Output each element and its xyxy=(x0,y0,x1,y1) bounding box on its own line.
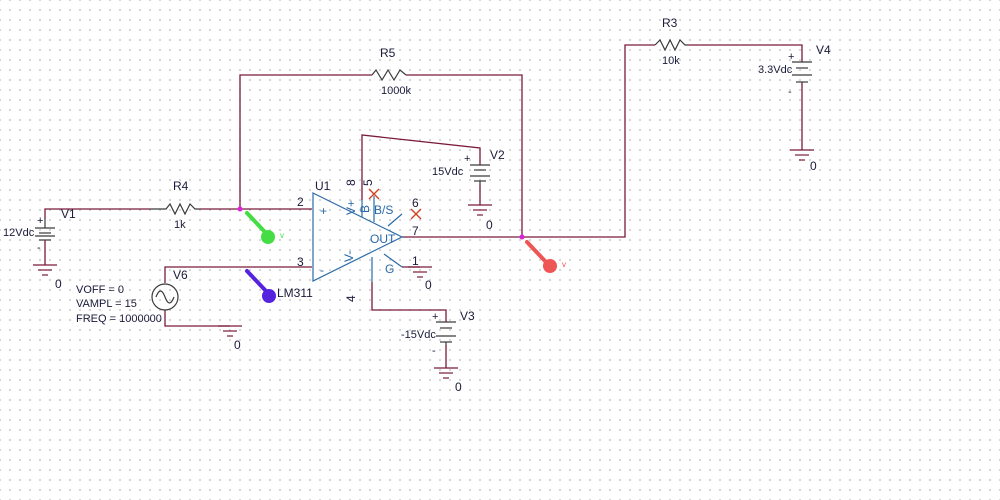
pin-8-label: 8 xyxy=(344,179,358,186)
source-v2[interactable]: + V2 15Vdc xyxy=(432,148,505,183)
voltage-probe-green[interactable]: v xyxy=(245,211,284,244)
source-v6[interactable]: V6 VOFF = 0 VAMPL = 15 FREQ = 1000000 xyxy=(76,268,188,325)
svg-text:-: - xyxy=(37,242,41,254)
ground-v4-label: 0 xyxy=(810,159,817,173)
opamp-u1[interactable]: U1 + - V+ B B/S OUT G V- LM311 xyxy=(277,179,404,300)
pin-5-label: 5 xyxy=(361,179,375,186)
pin-1-label: 1 xyxy=(412,254,419,268)
junction-node-output xyxy=(519,234,525,240)
ground-v6: 0 xyxy=(218,325,242,352)
ground-v2-label: 0 xyxy=(486,218,493,232)
r5-value: 1000k xyxy=(381,85,411,97)
v3-ref: V3 xyxy=(460,309,475,323)
no-connect-marks xyxy=(368,188,422,220)
voltage-probe-blue[interactable] xyxy=(245,269,276,303)
u1-b: B xyxy=(358,205,372,213)
u1-minus: - xyxy=(320,263,324,277)
ground-v4: 0 xyxy=(790,149,817,173)
u1-plus: + xyxy=(320,204,327,218)
junction-node-input xyxy=(237,206,243,212)
u1-g: G xyxy=(385,262,394,276)
pin-7-label: 7 xyxy=(412,224,419,238)
wire-v6-gnd xyxy=(164,310,230,327)
u1-vminus: V- xyxy=(342,251,356,262)
ground-v3: 0 xyxy=(434,367,462,394)
v1-value: 12Vdc xyxy=(3,227,35,239)
pin-3-label: 3 xyxy=(297,255,304,269)
ground-pin1-label: 0 xyxy=(425,278,432,292)
svg-text:-: - xyxy=(788,86,792,98)
u1-out: OUT xyxy=(370,232,396,246)
source-v1[interactable]: + - V1 12Vdc xyxy=(3,207,76,254)
svg-text:+: + xyxy=(788,51,794,63)
ground-pin1: 0 xyxy=(408,266,432,292)
v2-value: 15Vdc xyxy=(432,166,464,178)
ground-v1: 0 xyxy=(33,264,62,291)
wires xyxy=(44,44,803,368)
r3-value: 10k xyxy=(662,55,680,67)
svg-text:+: + xyxy=(464,153,470,165)
source-v4[interactable]: + - V4 3.3Vdc xyxy=(758,43,831,98)
r4-ref: R4 xyxy=(173,179,189,193)
svg-text:+: + xyxy=(37,215,43,227)
source-v3[interactable]: + - V3 -15Vdc xyxy=(401,309,475,357)
u1-part: LM311 xyxy=(277,286,313,300)
ground-v3-label: 0 xyxy=(455,380,462,394)
pin-6-label: 6 xyxy=(412,196,419,210)
u1-vplus: V+ xyxy=(344,200,358,215)
probe-red-label: v xyxy=(562,260,566,269)
wire-pin4-v3 xyxy=(371,282,447,322)
wire-node-r3 xyxy=(522,44,655,238)
v6-freq: FREQ = 1000000 xyxy=(76,313,162,325)
r4-value: 1k xyxy=(174,219,186,231)
ground-v2: 0 xyxy=(468,204,493,232)
svg-text:+: + xyxy=(432,311,438,323)
v2-ref: V2 xyxy=(490,148,505,162)
r5-ref: R5 xyxy=(380,46,396,60)
ground-v1-label: 0 xyxy=(55,277,62,291)
voltage-probe-red[interactable]: v xyxy=(525,240,566,273)
wire-feedback-right xyxy=(406,74,523,237)
u1-ref: U1 xyxy=(315,179,331,193)
v6-ref: V6 xyxy=(173,268,188,282)
v6-voff: VOFF = 0 xyxy=(76,284,124,296)
wire-pin8-v2 xyxy=(361,134,481,200)
svg-text:-: - xyxy=(432,345,436,357)
v4-ref: V4 xyxy=(816,43,831,57)
resistor-r5[interactable]: R5 1000k xyxy=(371,46,411,97)
ground-v6-label: 0 xyxy=(234,338,241,352)
pin-numbers: 2 3 8 5 6 7 1 4 xyxy=(297,179,419,302)
wire-v6-pin3 xyxy=(164,266,312,283)
wire-feedback-left xyxy=(239,74,372,209)
v4-value: 3.3Vdc xyxy=(758,64,793,76)
pin-2-label: 2 xyxy=(297,195,304,209)
resistor-r4[interactable]: R4 1k xyxy=(150,179,200,231)
v1-ref: V1 xyxy=(61,207,76,221)
v6-vampl: VAMPL = 15 xyxy=(76,298,137,310)
wire-r3-v4 xyxy=(688,44,803,62)
pin-4-label: 4 xyxy=(344,295,358,302)
probe-green-label: v xyxy=(280,231,284,240)
r3-ref: R3 xyxy=(662,16,678,30)
v3-value: -15Vdc xyxy=(401,329,436,341)
wire-v1-r4 xyxy=(44,208,150,219)
resistor-r3[interactable]: R3 10k xyxy=(654,16,688,67)
u1-bs: B/S xyxy=(374,203,393,217)
